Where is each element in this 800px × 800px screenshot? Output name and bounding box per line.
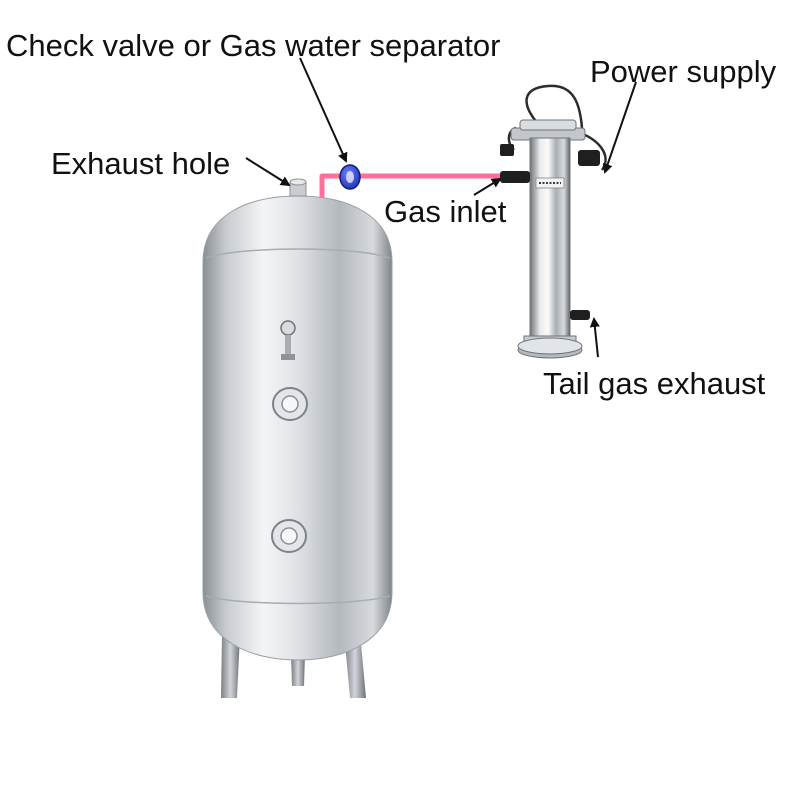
- pressure-gauge: [280, 320, 296, 360]
- tank-leg-left: [221, 635, 240, 698]
- power-supply-label: Power supply: [590, 54, 777, 89]
- gas-inlet-port: [500, 171, 530, 183]
- reactor-tube: [529, 137, 571, 339]
- reactor-column: [500, 84, 607, 359]
- exhaust-hole-arrow: [245, 157, 291, 187]
- tail-gas-exhaust-arrow: [589, 317, 600, 358]
- storage-tank: [202, 178, 393, 698]
- gas-inlet-arrow: [473, 177, 502, 196]
- exhaust-hole-label: Exhaust hole: [51, 146, 231, 181]
- gas-inlet-label: Gas inlet: [384, 194, 507, 229]
- power-cable: [525, 84, 584, 129]
- gas-pipe: [319, 173, 500, 198]
- tank-body: [202, 195, 393, 661]
- check-valve-arrow: [299, 57, 348, 163]
- check-valve-label: Check valve or Gas water separator: [6, 28, 501, 63]
- tank-leg-center: [291, 655, 305, 686]
- lower-flange-port: [271, 519, 307, 553]
- tail-gas-exhaust-port: [570, 310, 590, 320]
- upper-flange-port: [272, 387, 308, 421]
- tail-gas-exhaust-label: Tail gas exhaust: [543, 366, 766, 401]
- power-supply-arrow: [602, 81, 637, 174]
